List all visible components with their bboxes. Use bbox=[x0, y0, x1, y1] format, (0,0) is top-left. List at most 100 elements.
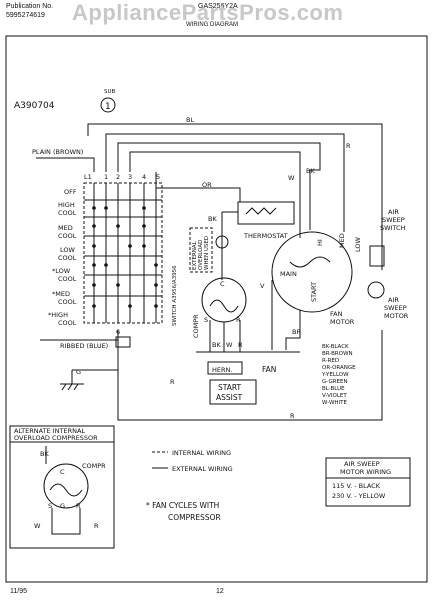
alt-s-label: S bbox=[48, 502, 52, 510]
wire-v-label: V bbox=[260, 282, 265, 290]
fan-cap-label: FAN bbox=[262, 365, 276, 374]
wire-bk-top-label: BK bbox=[306, 167, 315, 175]
pos-star-low-cool: COOL bbox=[58, 275, 77, 283]
legend-3: OR-ORANGE bbox=[322, 365, 356, 371]
compressor-r: R bbox=[236, 316, 241, 324]
compressor-c: C bbox=[220, 280, 225, 288]
alternate-title-2: OVERLOAD COMPRESSOR bbox=[14, 434, 98, 442]
switch-dots bbox=[92, 206, 158, 308]
wire-or-label: OR bbox=[202, 181, 212, 189]
thermostat-bk-label: BK bbox=[208, 215, 217, 223]
alt-winding bbox=[49, 483, 83, 497]
fan-tap-hi: HI bbox=[316, 239, 324, 246]
alternate-title-1: ALTERNATE INTERNAL bbox=[14, 427, 85, 435]
legend-0: BK-BLACK bbox=[322, 344, 349, 350]
terminal-5: 5 bbox=[156, 173, 160, 181]
alt-r-label: R bbox=[76, 502, 81, 510]
air-sweep-switch-box bbox=[369, 245, 385, 267]
alt-compr-label: COMPR bbox=[82, 462, 106, 470]
wire-ribbed bbox=[40, 330, 383, 421]
wire-bl bbox=[87, 123, 383, 270]
pos-low-cool: COOL bbox=[58, 254, 77, 262]
internal-wiring-label: INTERNAL WIRING bbox=[172, 449, 231, 457]
wire-w bbox=[129, 151, 301, 238]
terminal-6-box bbox=[115, 336, 131, 348]
footer-page: 12 bbox=[216, 588, 224, 595]
wire-or bbox=[155, 172, 241, 202]
air-sweep-motor-circle bbox=[367, 281, 385, 299]
pos-med: MED bbox=[58, 224, 73, 232]
legend-2: R-RED bbox=[322, 358, 339, 364]
sub-circle bbox=[100, 97, 116, 113]
fan-cycles-note-2: COMPRESSOR bbox=[168, 513, 221, 522]
alt-g-label: G bbox=[60, 502, 65, 510]
motor-wiring-230: 230 V. - YELLOW bbox=[332, 492, 386, 500]
pos-star-med: *MED bbox=[52, 290, 70, 298]
ext-label-2: OVERLOAD bbox=[198, 240, 204, 270]
legend-6: BL-BLUE bbox=[322, 386, 345, 392]
sub-label: SUB bbox=[104, 89, 116, 95]
wire-br-label: BR bbox=[292, 328, 301, 336]
pos-star-high-cool: COOL bbox=[58, 319, 77, 327]
legend-5: G-GREEN bbox=[322, 379, 348, 385]
footer-date: 11/95 bbox=[10, 588, 27, 595]
start-assist-label-2: ASSIST bbox=[216, 393, 243, 402]
air-sweep-motor-2: SWEEP bbox=[384, 304, 407, 312]
legend-4: Y-YELLOW bbox=[321, 372, 349, 378]
model-number: GAS256Y2A bbox=[198, 3, 238, 10]
alt-leads bbox=[45, 446, 81, 535]
diagram-title: WIRING DIAGRAM bbox=[186, 22, 238, 28]
terminal-6: 6 bbox=[116, 328, 120, 336]
pos-high-cool: COOL bbox=[58, 209, 77, 217]
alt-bk-label: BK bbox=[40, 450, 49, 458]
sub-number: 1 bbox=[105, 102, 111, 112]
start-assist-box bbox=[209, 379, 257, 405]
alt-w-label: W bbox=[34, 522, 41, 530]
ext-label-1: EXTERNAL bbox=[192, 240, 198, 270]
overload-disc bbox=[215, 235, 229, 249]
wire-r-bottom-label: R bbox=[290, 412, 295, 420]
ext-overload-box bbox=[189, 227, 213, 273]
air-sweep-switch-1: AIR bbox=[388, 208, 399, 216]
thermostat-element bbox=[245, 207, 277, 215]
pos-star-high: *HIGH bbox=[48, 311, 68, 319]
switch-label: SWITCH A3956/A3956 bbox=[172, 265, 178, 326]
pos-high: HIGH bbox=[58, 201, 75, 209]
wire-w-label: W bbox=[288, 174, 295, 182]
fan-motor-label-1: FAN bbox=[330, 310, 343, 318]
wire-w2-label: W bbox=[226, 341, 233, 349]
alt-compressor-circle bbox=[43, 463, 89, 509]
pos-low: LOW bbox=[60, 246, 76, 254]
diagram-code: A390704 bbox=[14, 101, 55, 111]
diagram-frame bbox=[5, 35, 428, 583]
air-sweep-motor-1: AIR bbox=[388, 296, 399, 304]
plain-label: PLAIN (BROWN) bbox=[32, 148, 83, 156]
legend-1: BR-BROWN bbox=[322, 351, 353, 357]
compressor-winding bbox=[209, 299, 239, 313]
watermark: AppliancePartsPros.com bbox=[72, 0, 344, 25]
legend-7: V-VIOLET bbox=[322, 393, 347, 399]
thermostat-label: THERMOSTAT bbox=[243, 232, 288, 240]
wire-r-left-label: R bbox=[170, 378, 175, 386]
pos-med-cool: COOL bbox=[58, 232, 77, 240]
thermostat-box bbox=[237, 201, 295, 225]
pos-off: OFF bbox=[64, 188, 77, 196]
terminal-2: 2 bbox=[116, 173, 120, 181]
external-wiring-label: EXTERNAL WIRING bbox=[172, 465, 233, 473]
pos-star-low: *LOW bbox=[52, 267, 71, 275]
compressor-label: COMPR bbox=[192, 314, 200, 338]
switch-block bbox=[83, 182, 163, 324]
ext-label-3: WHEN USED bbox=[204, 236, 210, 270]
wire-br bbox=[285, 310, 301, 350]
fan-tap-low: LOW bbox=[354, 236, 362, 252]
legend-8: W-WHITE bbox=[322, 400, 348, 406]
publication-label: Publication No. bbox=[6, 3, 54, 10]
wire-bl-label: BL bbox=[186, 116, 194, 124]
ribbed-label: RIBBED (BLUE) bbox=[60, 342, 108, 350]
motor-wiring-title-2: MOTOR WIRING bbox=[340, 468, 391, 476]
wire-r-top bbox=[105, 133, 345, 232]
compressor-s: S bbox=[204, 316, 208, 324]
publication-number: 5995274619 bbox=[6, 12, 45, 19]
fan-tap-med: MED bbox=[338, 233, 346, 248]
